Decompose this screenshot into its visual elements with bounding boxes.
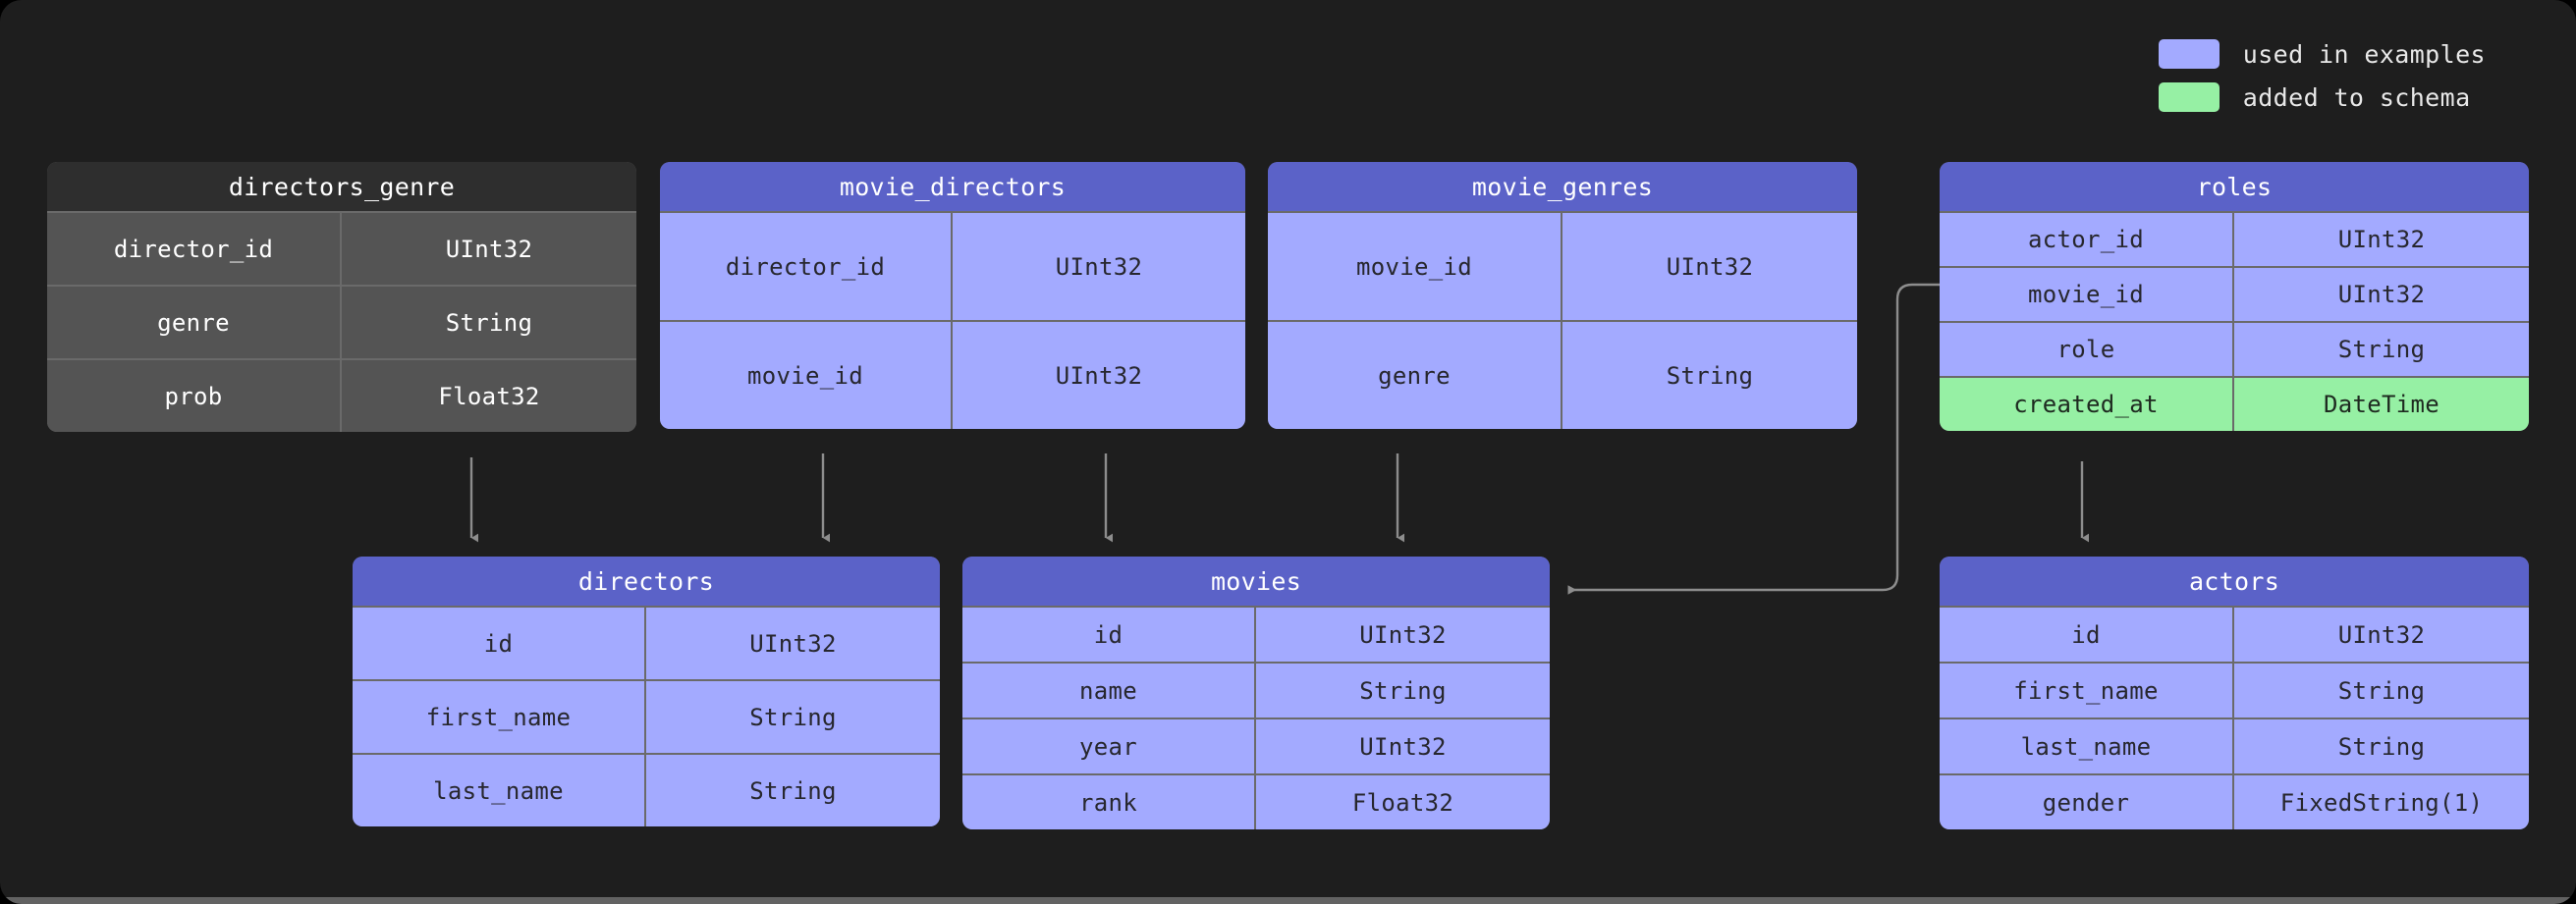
column-name: id bbox=[353, 608, 646, 679]
table-row[interactable]: id UInt32 bbox=[1940, 606, 2529, 662]
legend: used in examples added to schema bbox=[2158, 39, 2486, 112]
table-row[interactable]: genre String bbox=[1268, 320, 1857, 429]
column-name: gender bbox=[1940, 775, 2234, 829]
table-row[interactable]: rank Float32 bbox=[962, 773, 1550, 829]
column-type: UInt32 bbox=[2234, 608, 2529, 662]
column-type: String bbox=[646, 681, 940, 753]
legend-swatch-green bbox=[2158, 82, 2220, 112]
column-type: String bbox=[646, 755, 940, 826]
legend-swatch-blue bbox=[2158, 39, 2220, 69]
table-title-movies: movies bbox=[962, 557, 1550, 606]
table-directors_genre[interactable]: directors_genre director_id UInt32 genre… bbox=[47, 162, 636, 432]
column-type: String bbox=[342, 287, 636, 358]
table-row[interactable]: id UInt32 bbox=[962, 606, 1550, 662]
clipped-content-strip bbox=[0, 897, 2576, 904]
column-type: FixedString(1) bbox=[2234, 775, 2529, 829]
table-movie_genres[interactable]: movie_genres movie_id UInt32 genre Strin… bbox=[1268, 162, 1857, 429]
column-type: String bbox=[2234, 323, 2529, 376]
column-type: UInt32 bbox=[1256, 608, 1550, 662]
column-type: String bbox=[1256, 664, 1550, 718]
table-row[interactable]: role String bbox=[1940, 321, 2529, 376]
table-row[interactable]: last_name String bbox=[1940, 718, 2529, 773]
column-type: String bbox=[2234, 664, 2529, 718]
table-row[interactable]: last_name String bbox=[353, 753, 940, 826]
column-type: Float32 bbox=[1256, 775, 1550, 829]
table-row[interactable]: name String bbox=[962, 662, 1550, 718]
column-name: director_id bbox=[47, 213, 342, 285]
table-row-added[interactable]: created_at DateTime bbox=[1940, 376, 2529, 431]
column-name: created_at bbox=[1940, 378, 2234, 431]
column-name: last_name bbox=[1940, 719, 2234, 773]
table-title-directors: directors bbox=[353, 557, 940, 606]
column-type: UInt32 bbox=[1562, 213, 1857, 320]
column-name: prob bbox=[47, 360, 342, 432]
table-title-movie_directors: movie_directors bbox=[660, 162, 1245, 211]
column-type: String bbox=[1562, 322, 1857, 429]
table-actors[interactable]: actors id UInt32 first_name String last_… bbox=[1940, 557, 2529, 829]
column-type: DateTime bbox=[2234, 378, 2529, 431]
table-title-actors: actors bbox=[1940, 557, 2529, 606]
table-title-roles: roles bbox=[1940, 162, 2529, 211]
column-name: genre bbox=[1268, 322, 1562, 429]
column-name: name bbox=[962, 664, 1256, 718]
column-type: UInt32 bbox=[953, 213, 1245, 320]
column-name: movie_id bbox=[1268, 213, 1562, 320]
legend-label-used-in-examples: used in examples bbox=[2242, 39, 2486, 69]
column-name: first_name bbox=[353, 681, 646, 753]
table-row[interactable]: genre String bbox=[47, 285, 636, 358]
legend-item-added-to-schema: added to schema bbox=[2158, 82, 2471, 112]
column-name: first_name bbox=[1940, 664, 2234, 718]
table-row[interactable]: first_name String bbox=[1940, 662, 2529, 718]
column-name: role bbox=[1940, 323, 2234, 376]
table-movie_directors[interactable]: movie_directors director_id UInt32 movie… bbox=[660, 162, 1245, 429]
column-name: genre bbox=[47, 287, 342, 358]
legend-item-used-in-examples: used in examples bbox=[2158, 39, 2486, 69]
column-name: director_id bbox=[660, 213, 953, 320]
column-name: year bbox=[962, 719, 1256, 773]
table-title-directors_genre: directors_genre bbox=[47, 162, 636, 211]
table-title-movie_genres: movie_genres bbox=[1268, 162, 1857, 211]
table-row[interactable]: first_name String bbox=[353, 679, 940, 753]
table-row[interactable]: movie_id UInt32 bbox=[1268, 211, 1857, 320]
table-row[interactable]: actor_id UInt32 bbox=[1940, 211, 2529, 266]
column-name: movie_id bbox=[1940, 268, 2234, 321]
table-row[interactable]: gender FixedString(1) bbox=[1940, 773, 2529, 829]
column-type: String bbox=[2234, 719, 2529, 773]
column-type: UInt32 bbox=[953, 322, 1245, 429]
column-name: actor_id bbox=[1940, 213, 2234, 266]
column-name: movie_id bbox=[660, 322, 953, 429]
column-type: UInt32 bbox=[342, 213, 636, 285]
table-row[interactable]: movie_id UInt32 bbox=[1940, 266, 2529, 321]
column-type: UInt32 bbox=[2234, 213, 2529, 266]
table-roles[interactable]: roles actor_id UInt32 movie_id UInt32 ro… bbox=[1940, 162, 2529, 431]
column-name: id bbox=[1940, 608, 2234, 662]
column-type: UInt32 bbox=[646, 608, 940, 679]
column-type: UInt32 bbox=[1256, 719, 1550, 773]
table-row[interactable]: director_id UInt32 bbox=[660, 211, 1245, 320]
table-movies[interactable]: movies id UInt32 name String year UInt32… bbox=[962, 557, 1550, 829]
column-type: Float32 bbox=[342, 360, 636, 432]
table-directors[interactable]: directors id UInt32 first_name String la… bbox=[353, 557, 940, 826]
table-row[interactable]: prob Float32 bbox=[47, 358, 636, 432]
table-row[interactable]: movie_id UInt32 bbox=[660, 320, 1245, 429]
legend-label-added-to-schema: added to schema bbox=[2242, 82, 2471, 112]
table-row[interactable]: id UInt32 bbox=[353, 606, 940, 679]
column-name: last_name bbox=[353, 755, 646, 826]
table-row[interactable]: year UInt32 bbox=[962, 718, 1550, 773]
column-name: rank bbox=[962, 775, 1256, 829]
column-name: id bbox=[962, 608, 1256, 662]
column-type: UInt32 bbox=[2234, 268, 2529, 321]
table-row[interactable]: director_id UInt32 bbox=[47, 211, 636, 285]
